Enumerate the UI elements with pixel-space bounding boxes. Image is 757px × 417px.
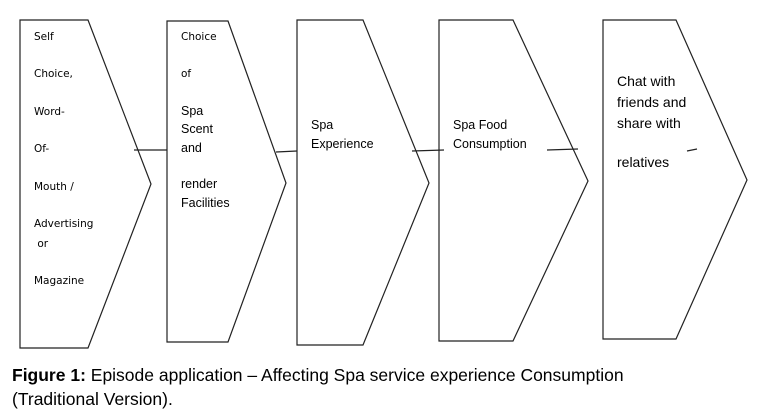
caption-line-2: (Traditional Version). [12, 389, 173, 409]
step-2-chevron [166, 20, 287, 343]
step-2-line: Spa [181, 104, 204, 118]
step-2-line: render [181, 177, 218, 191]
step-5-line: relatives [617, 154, 670, 170]
step-1-line: Choice, [34, 68, 73, 80]
connector-dash [686, 148, 698, 152]
step-1-line: Word- [34, 106, 65, 118]
step-4-chevron [438, 19, 589, 342]
connector-3-4 [411, 149, 445, 152]
step-3-line: Experience [311, 137, 374, 151]
step-2-line: Facilities [181, 196, 230, 210]
step-5-chevron [602, 19, 748, 340]
step-2-line: Choice [181, 31, 217, 43]
step-1-line: Magazine [34, 275, 85, 287]
step-3-chevron [296, 19, 430, 346]
step-1-line: or [34, 238, 49, 250]
step-5-line: Chat with [617, 73, 676, 89]
step-1-line: Advertising [34, 218, 94, 230]
step-4-line: Spa Food [453, 118, 508, 132]
connector-4-5 [546, 148, 579, 151]
caption-text: Episode application – Affecting Spa serv… [85, 365, 624, 385]
figure-label: Figure 1: [12, 365, 86, 385]
step-3-line: Spa [311, 118, 334, 132]
step-5-line: friends and [617, 94, 687, 110]
step-1-line: Mouth / [34, 181, 74, 193]
step-2-line: of [181, 68, 192, 80]
step-1-line: Self [34, 31, 54, 43]
step-1-chevron [19, 19, 152, 349]
figure-caption: Figure 1: Episode application – Affectin… [12, 365, 624, 385]
step-1-line: Of- [34, 143, 50, 155]
step-4-line: Consumption [453, 137, 527, 151]
step-2-line: and [181, 141, 202, 155]
step-5-line: share with [617, 115, 681, 131]
step-2-line: Scent [181, 122, 213, 136]
connector-2-3 [275, 150, 298, 153]
